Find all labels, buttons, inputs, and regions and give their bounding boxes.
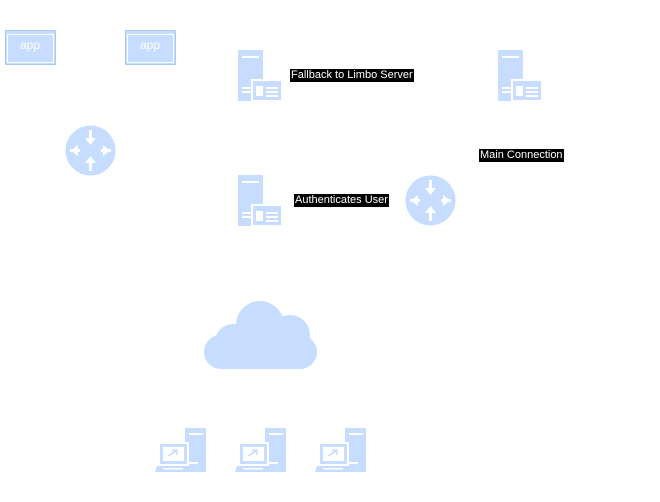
edge-label-fallback: Fallback to Limbo Server <box>290 69 414 82</box>
workstation-node-1 <box>155 428 206 472</box>
router-icon <box>65 125 116 176</box>
app-window-icon: app <box>5 30 56 65</box>
app-window-node-2: app <box>125 30 176 65</box>
router-node-1 <box>65 125 116 176</box>
workstation-icon <box>315 428 366 472</box>
app-window-node-1: app <box>5 30 56 65</box>
workstation-icon <box>235 428 286 472</box>
router-node-2 <box>405 175 456 226</box>
cloud-node <box>203 300 318 370</box>
server-node-main <box>498 50 542 101</box>
app-icon-text: app <box>140 38 160 52</box>
edge-label-main-connection: Main Connection <box>479 149 564 162</box>
router-icon <box>405 175 456 226</box>
workstation-node-3 <box>315 428 366 472</box>
edge-label-authenticates: Authenticates User <box>294 194 389 207</box>
server-node-auth <box>238 175 282 226</box>
app-icon-text: app <box>20 38 40 52</box>
server-icon <box>498 50 542 101</box>
server-icon <box>238 175 282 226</box>
workstation-node-2 <box>235 428 286 472</box>
server-node-limbo <box>238 50 282 101</box>
server-icon <box>238 50 282 101</box>
cloud-icon <box>204 301 317 369</box>
workstation-icon <box>155 428 206 472</box>
app-window-icon: app <box>125 30 176 65</box>
